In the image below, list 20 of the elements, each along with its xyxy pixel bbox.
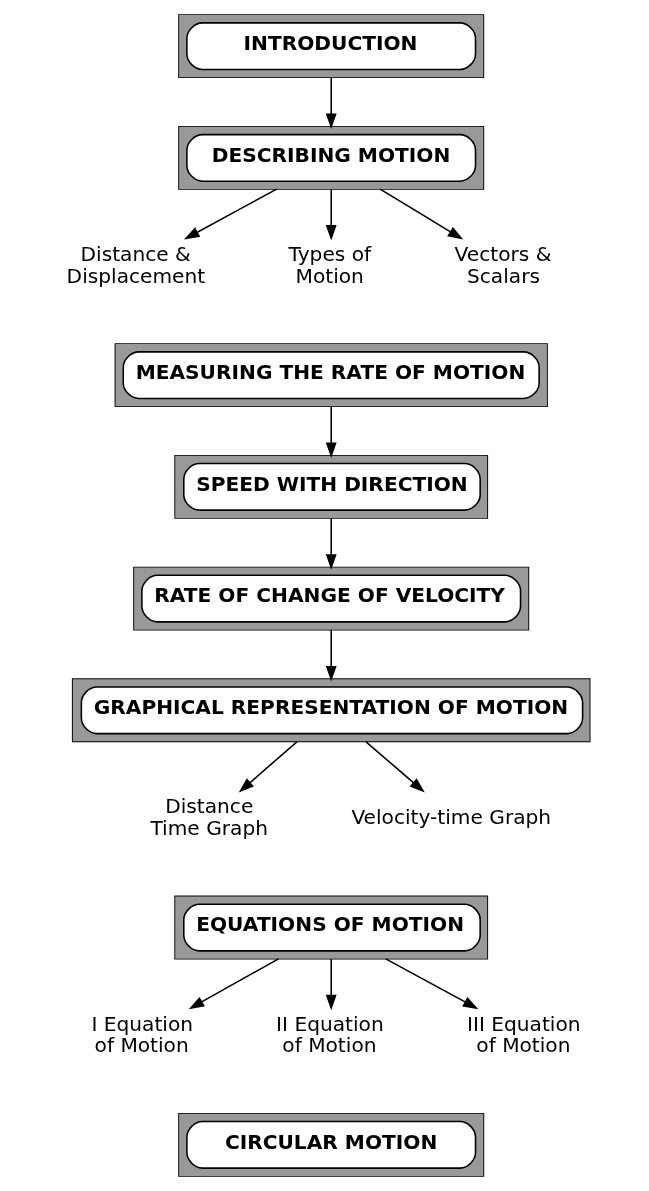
arrow (325, 958, 337, 1011)
node-text: III Equation of Motion (466, 1011, 581, 1058)
arrow (364, 741, 425, 793)
arrow (238, 741, 298, 793)
arrow (384, 958, 478, 1010)
node-text: Vectors & Scalars (454, 241, 551, 288)
node-text: II Equation of Motion (275, 1011, 384, 1058)
arrow (378, 188, 463, 240)
arrow (183, 188, 277, 240)
arrow (325, 188, 337, 241)
node-text: Velocity-time Graph (350, 805, 551, 830)
node-text: Distance Time Graph (149, 794, 268, 841)
arrow (325, 517, 337, 570)
node-text: I Equation of Motion (90, 1011, 193, 1058)
node-text: Distance & Displacement (66, 241, 205, 288)
arrow (188, 958, 279, 1010)
arrow (325, 76, 337, 130)
arrow (325, 629, 337, 682)
node-text: Types of Motion (288, 241, 371, 288)
arrow (325, 405, 337, 459)
